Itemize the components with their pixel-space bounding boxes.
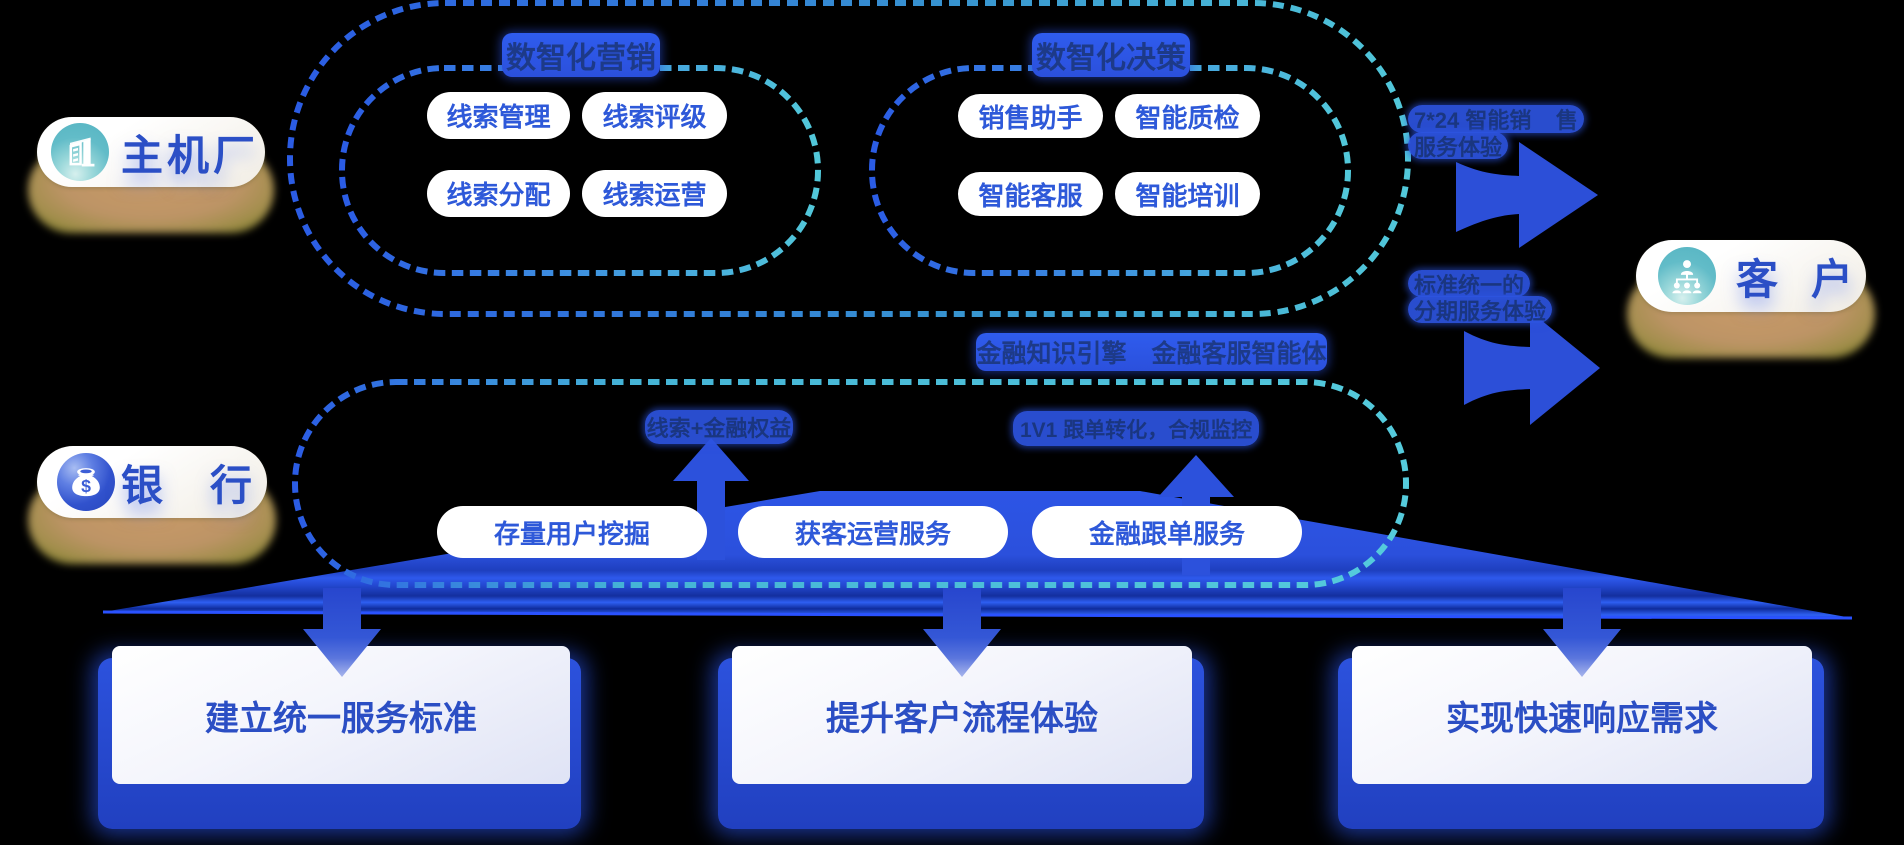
svg-text:$: $ [81,476,91,496]
